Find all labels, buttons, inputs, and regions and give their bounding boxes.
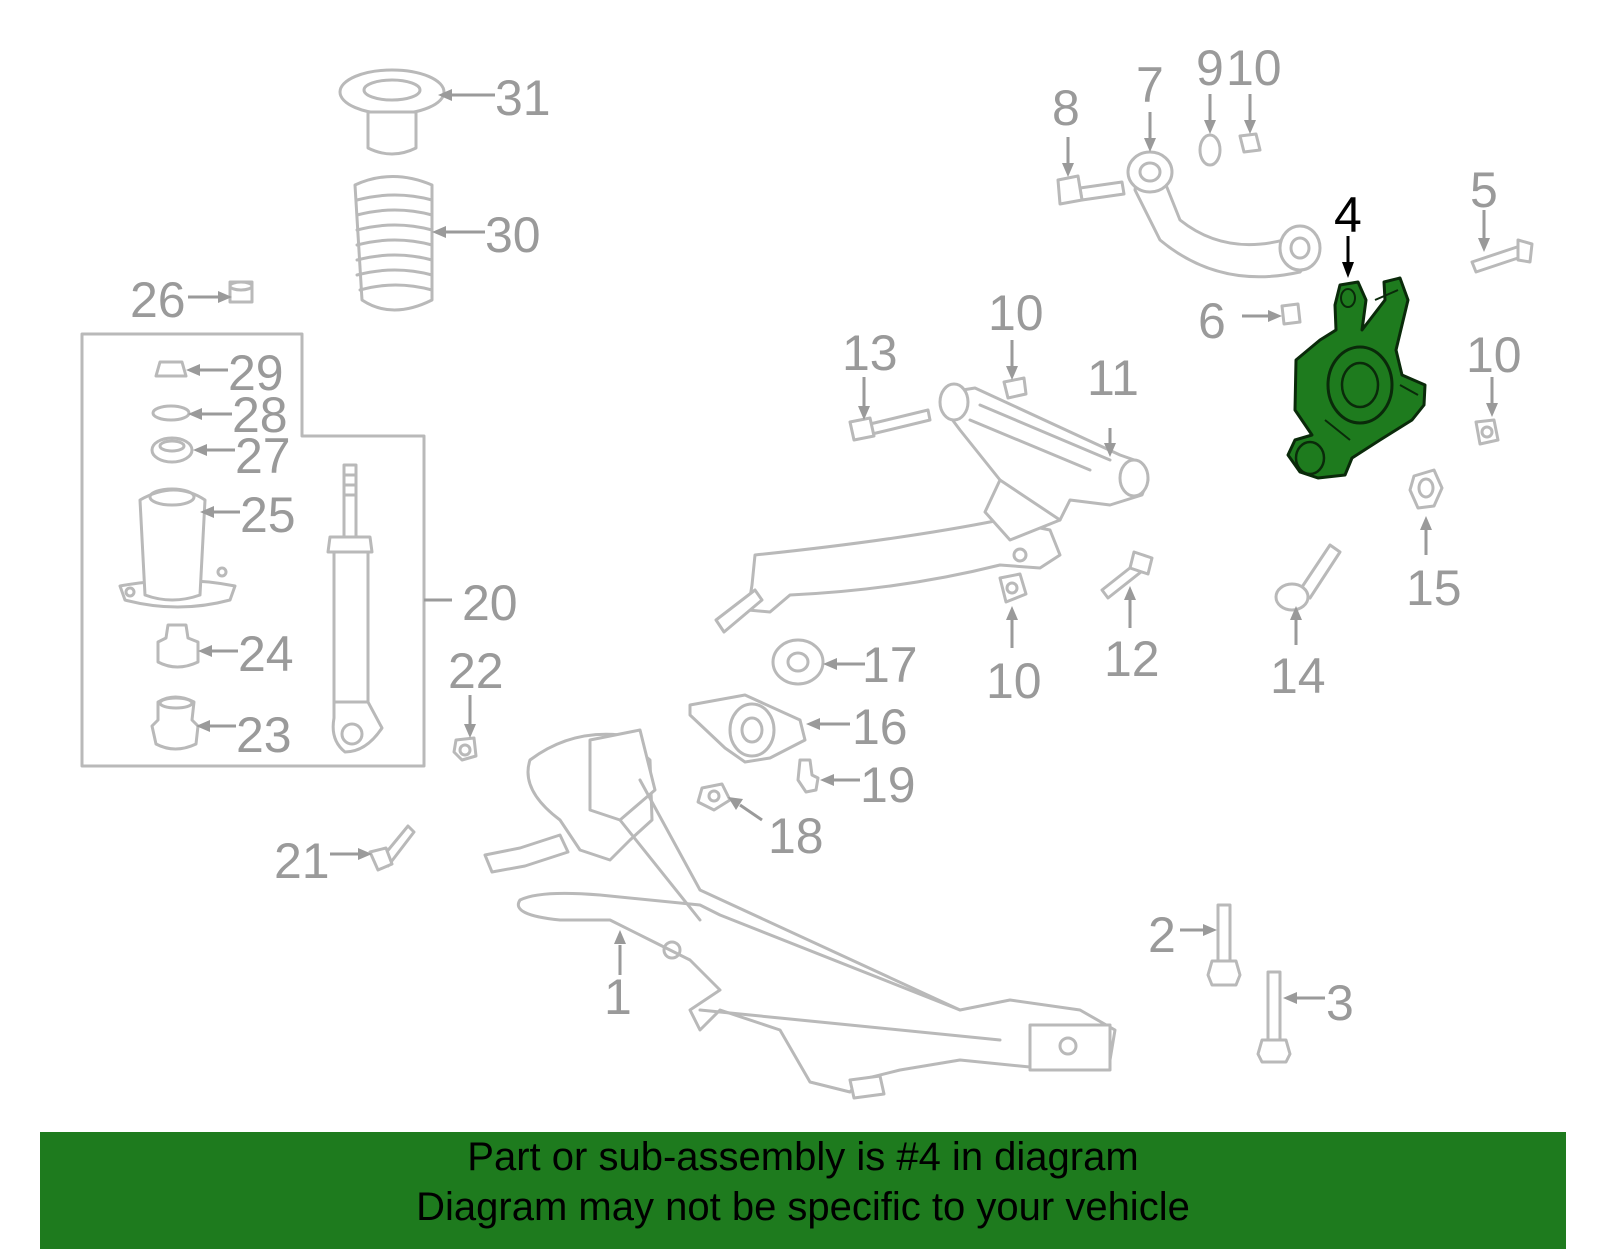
part-25-mount: [118, 487, 237, 609]
info-banner: Part or sub-assembly is #4 in diagram Di…: [40, 1132, 1566, 1249]
callout-20[interactable]: 20: [462, 575, 518, 631]
part-28-washer: [151, 404, 191, 422]
part-6-nut: [1280, 302, 1302, 326]
banner-line-disclaimer: Diagram may not be specific to your vehi…: [416, 1185, 1190, 1229]
part-15-washer: [1408, 468, 1444, 510]
callout-18[interactable]: 18: [768, 808, 824, 864]
callout-25[interactable]: 25: [240, 487, 296, 543]
callout-17[interactable]: 17: [862, 637, 918, 693]
callout-28[interactable]: 28: [232, 387, 288, 443]
part-21-bolt: [368, 824, 416, 872]
part-24-bumper: [156, 623, 200, 669]
callout-21[interactable]: 21: [274, 833, 330, 889]
callout-10-b[interactable]: 10: [986, 653, 1042, 709]
callout-10-c[interactable]: 10: [1226, 40, 1282, 96]
callout-11[interactable]: 11: [1087, 350, 1139, 406]
callout-12[interactable]: 12: [1104, 631, 1160, 687]
callout-13[interactable]: 13: [842, 325, 898, 381]
callout-15[interactable]: 15: [1406, 560, 1462, 616]
part-22-nut: [452, 736, 478, 762]
part-19-stud: [796, 758, 820, 794]
callout-9[interactable]: 9: [1196, 40, 1224, 96]
part-10-nut-b: [998, 572, 1028, 604]
callout-29[interactable]: 29: [228, 345, 284, 401]
callout-2[interactable]: 2: [1148, 907, 1176, 963]
part-30-bellows-boot: [353, 175, 434, 312]
part-16-bushing-bracket: [688, 693, 807, 764]
part-31-spring-seat: [338, 68, 446, 156]
part-9-washer: [1198, 133, 1222, 167]
callout-22[interactable]: 22: [448, 643, 504, 699]
part-3-bolt: [1256, 970, 1292, 1064]
part-13-bolt: [848, 408, 932, 442]
callout-19[interactable]: 19: [860, 757, 916, 813]
banner-line-part: Part or sub-assembly is #4 in diagram: [467, 1135, 1139, 1179]
callout-10-a[interactable]: 10: [988, 285, 1044, 341]
part-5-bolt: [1470, 238, 1534, 274]
callout-14[interactable]: 14: [1270, 648, 1326, 704]
part-18-nut: [696, 782, 732, 812]
part-10-nut-d: [1474, 418, 1500, 446]
callout-3[interactable]: 3: [1326, 975, 1354, 1031]
callout-27[interactable]: 27: [235, 428, 291, 484]
part-7-upper-arm: [1126, 150, 1322, 279]
callout-8[interactable]: 8: [1052, 80, 1080, 136]
callout-30[interactable]: 30: [485, 207, 541, 263]
callout-4[interactable]: 4: [1334, 187, 1362, 243]
callout-7[interactable]: 7: [1136, 57, 1164, 113]
part-23-bumper: [150, 695, 200, 751]
part-17-washer: [771, 638, 825, 686]
part-10-nut-a: [1002, 376, 1028, 400]
part-10-nut-c: [1238, 132, 1262, 154]
callout-31[interactable]: 31: [495, 70, 551, 126]
part-27-insulator: [150, 436, 194, 464]
callout-10-d[interactable]: 10: [1466, 327, 1522, 383]
part-1-crossmember: [483, 728, 1117, 1100]
parts-diagram: 31 30 26 20 29 28 27 25: [80, 40, 1534, 1100]
part-14-cam-bolt: [1274, 543, 1342, 612]
part-12-bolt: [1100, 550, 1154, 600]
callout-6[interactable]: 6: [1198, 293, 1226, 349]
part-4-knuckle: [1286, 276, 1427, 480]
part-8-bolt: [1056, 174, 1126, 206]
callout-5[interactable]: 5: [1470, 162, 1498, 218]
callout-26[interactable]: 26: [130, 272, 186, 328]
callout-23[interactable]: 23: [236, 707, 292, 763]
part-26-nut: [228, 280, 254, 304]
callout-24[interactable]: 24: [238, 626, 294, 682]
part-29-nut: [154, 360, 188, 378]
part-20-shock-absorber: [326, 463, 384, 754]
part-11-lower-control-arm: [714, 382, 1150, 634]
callout-1[interactable]: 1: [604, 969, 632, 1025]
part-2-bolt: [1206, 903, 1242, 987]
callout-16[interactable]: 16: [852, 699, 908, 755]
